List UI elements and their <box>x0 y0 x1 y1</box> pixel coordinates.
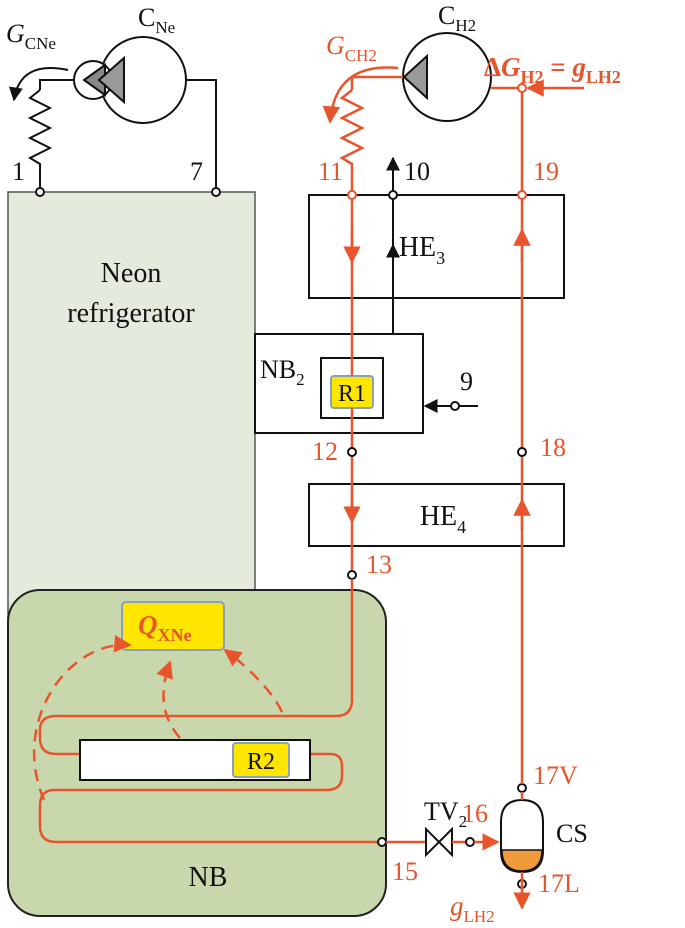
r2-badge <box>232 742 290 778</box>
node-18 <box>517 447 527 457</box>
hydrogen-aftercooler-coil <box>339 89 365 195</box>
point-label-17V: 17V <box>533 761 578 790</box>
node-10 <box>388 190 398 200</box>
point-label-17L: 17L <box>538 869 580 898</box>
point-label-19: 19 <box>533 157 559 186</box>
node-15 <box>377 837 387 847</box>
node-16 <box>465 837 475 847</box>
liquid-level <box>501 849 543 872</box>
node-makeup <box>517 83 527 93</box>
neon-aftercooler-coil <box>27 89 53 192</box>
point-label-9: 9 <box>460 367 473 396</box>
node-17V <box>517 783 527 793</box>
tv2-valve <box>425 826 453 858</box>
point-label-15: 15 <box>392 857 418 886</box>
point-label-7: 7 <box>190 157 203 186</box>
hydrogen-compressor <box>402 32 492 122</box>
hydrogen-flow-arrow <box>322 66 399 124</box>
point-label-13: 13 <box>366 550 392 579</box>
neon-discharge-line <box>39 79 74 90</box>
neon-compressor <box>73 36 187 124</box>
product-label: gLH2 <box>450 891 495 926</box>
tv2-label: TV2 <box>424 797 467 831</box>
heat-arrow-right <box>223 648 284 713</box>
makeup-flow-label: ΔGH2 = gLH2 <box>484 52 621 87</box>
node-9 <box>450 401 460 411</box>
neon-flow-label: GCNe <box>6 19 56 53</box>
he3-box <box>308 194 565 299</box>
node-7 <box>211 187 221 197</box>
q-xne-label: QXNe <box>138 610 192 645</box>
neon-compressor-name: CNe <box>138 3 175 37</box>
nb-label: NB <box>189 862 228 893</box>
cs-separator <box>500 798 544 874</box>
node-13 <box>347 570 357 580</box>
hydrogen-compressor-name: CH2 <box>438 1 476 35</box>
he4-label: HE4 <box>420 501 466 537</box>
nb2-label: NB2 <box>260 355 305 389</box>
cs-label: CS <box>556 819 588 848</box>
heat-arrow-left <box>32 634 132 801</box>
hydrogen-discharge-line <box>350 75 403 90</box>
point-label-16: 16 <box>462 799 488 828</box>
neon-suction-line <box>186 79 217 192</box>
point-label-11: 11 <box>318 157 343 186</box>
nb-cooling-coil <box>38 579 382 844</box>
node-11 <box>347 190 357 200</box>
neon-flow-arrow <box>8 67 69 102</box>
node-1 <box>35 187 45 197</box>
node-12 <box>347 447 357 457</box>
he3-label: HE3 <box>399 232 445 268</box>
r1-label: R1 <box>338 381 366 407</box>
q-xne-badge <box>121 601 225 651</box>
neon-refrigerator-label-line2: refrigerator <box>67 298 195 329</box>
point-label-1: 1 <box>12 157 25 186</box>
neon-refrigerator-label-line1: Neon <box>101 258 162 289</box>
point-label-10: 10 <box>404 157 430 186</box>
heat-arrow-middle <box>156 660 181 739</box>
point-label-12: 12 <box>312 437 338 466</box>
hydrogen-flow-label: GCH2 <box>326 31 377 65</box>
r2-label: R2 <box>247 749 275 775</box>
hydrogen-suction-line <box>491 86 524 195</box>
point-label-18: 18 <box>540 433 566 462</box>
node-19 <box>517 190 527 200</box>
